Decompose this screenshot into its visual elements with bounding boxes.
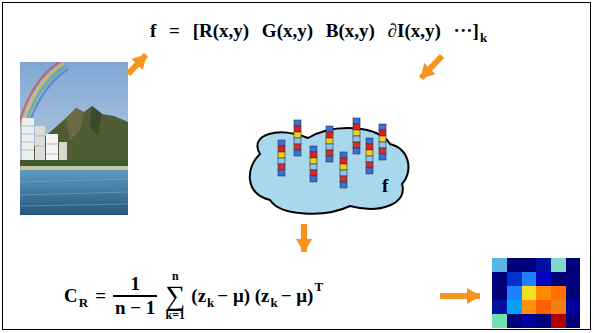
fraction: 1n − 1 bbox=[113, 274, 157, 319]
upper-limit: n bbox=[172, 270, 179, 283]
orange-arrow bbox=[128, 55, 146, 74]
orange-arrow bbox=[440, 293, 480, 299]
orange-arrow bbox=[421, 56, 442, 78]
denominator: n − 1 bbox=[113, 295, 157, 319]
subscript: k bbox=[271, 295, 278, 311]
feature-region: f bbox=[240, 112, 420, 222]
superscript: T bbox=[314, 279, 323, 295]
orange-arrow bbox=[301, 224, 307, 252]
subscript: R bbox=[79, 295, 88, 311]
term: − μ) (z bbox=[217, 285, 269, 307]
subscript: k bbox=[480, 30, 487, 46]
numerator: 1 bbox=[130, 274, 140, 295]
feature-region-blob bbox=[240, 112, 420, 222]
landscape-photo bbox=[20, 62, 128, 215]
flow-arrows bbox=[128, 55, 480, 296]
summation: n∑k=1 bbox=[165, 270, 185, 322]
matrix-symbol: C bbox=[64, 285, 78, 307]
covariance-heatmap bbox=[492, 258, 580, 328]
lower-limit: k=1 bbox=[166, 309, 186, 322]
term: − μ) bbox=[281, 285, 314, 307]
sum-sign: ∑ bbox=[165, 283, 185, 310]
region-label: f bbox=[382, 176, 388, 195]
term: (z bbox=[191, 285, 206, 307]
subscript: k bbox=[207, 295, 214, 311]
equals-sign: = bbox=[95, 285, 106, 307]
feature-vector-text: f = [R(x,y) G(x,y) B(x,y) ∂I(x,y) ···] bbox=[150, 20, 479, 42]
feature-vector-formula: f = [R(x,y) G(x,y) B(x,y) ∂I(x,y) ···]k bbox=[150, 20, 487, 42]
covariance-formula: CR=1n − 1n∑k=1(zk− μ) (zk− μ)T bbox=[64, 270, 323, 322]
